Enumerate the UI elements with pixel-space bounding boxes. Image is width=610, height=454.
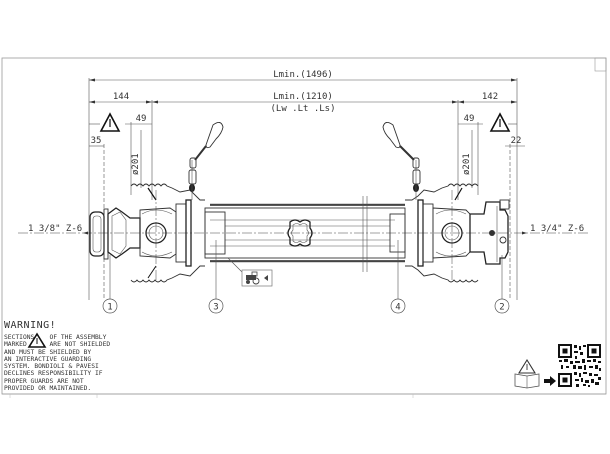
left-guard-bellows (130, 183, 205, 283)
warning-line: PROVIDED OR MAINTAINED. (4, 385, 92, 393)
left-offset-label: 144 (113, 92, 129, 102)
tube-length-note: (Lw .Lt .Ls) (270, 104, 335, 114)
safety-chain-icon (382, 122, 421, 200)
tube-length-dimension: Lmin.(1210) (Lw .Lt .Ls) 144 142 (89, 92, 517, 200)
warning-title: WARNING! (4, 320, 57, 331)
warning-line: AND MUST BE SHIELDED BY (4, 348, 92, 356)
right-guard-diameter-label: ø201 (462, 153, 472, 175)
manual-warning-icon (514, 358, 540, 389)
overall-length-label: Lmin.(1496) (273, 70, 333, 80)
callout-3: 3 (208, 240, 224, 314)
right-guard-bellows (405, 183, 479, 283)
left-spline-label: 1 3/8" Z-6 (28, 224, 82, 234)
telescopic-tubes (204, 196, 406, 272)
right-guard-offset-label: 49 (464, 114, 475, 124)
warning-triangle-icon (99, 112, 121, 132)
left-pto-yoke (89, 199, 192, 267)
right-yoke (417, 199, 510, 267)
svg-text:1: 1 (107, 303, 112, 313)
svg-text:3: 3 (213, 303, 218, 313)
qr-code-icon (558, 344, 601, 387)
left-guard-offset-label: 49 (136, 114, 147, 124)
left-yoke-offset-label: 35 (91, 136, 102, 146)
warning-line: MARKED ARE NOT SHIELDED (4, 341, 111, 349)
warning-triangle-icon (489, 112, 511, 132)
arrow-right-icon (544, 376, 556, 386)
yoke-offset-dimensions: 35 22 (89, 136, 525, 300)
right-yoke-offset-label: 22 (511, 136, 522, 146)
tractor-icon (246, 271, 260, 285)
right-spline-label: 1 3/4" Z-6 (530, 224, 584, 234)
warning-triangle-icon (27, 332, 47, 348)
callout-4: 4 (390, 240, 406, 314)
callout-1: 1 (102, 255, 118, 314)
warning-line: DECLINES RESPONSIBILITY IF (4, 370, 103, 378)
tractor-side-label (227, 257, 273, 287)
guard-offset-dimensions: 49 49 (89, 114, 517, 195)
warning-line: SECTIONS OF THE ASSEMBLY (4, 334, 107, 341)
overall-length-dimension: Lmin.(1496) (88, 70, 518, 300)
callout-2: 2 (494, 255, 510, 314)
warning-line: AN INTERACTIVE GUARDING (4, 355, 92, 363)
guard-diameter-dimensions: ø201 ø201 (131, 130, 473, 188)
left-guard-diameter-label: ø201 (131, 153, 141, 175)
svg-text:2: 2 (499, 303, 504, 313)
warning-line: SYSTEM. BONDIOLI & PAVESI (4, 363, 99, 371)
safety-chain-icon (188, 122, 224, 200)
right-offset-label: 142 (482, 92, 498, 102)
warning-line: PROPER GUARDS ARE NOT (4, 377, 84, 385)
tube-length-label: Lmin.(1210) (273, 92, 333, 102)
svg-text:4: 4 (395, 303, 400, 313)
drawing-frame (1, 57, 607, 398)
